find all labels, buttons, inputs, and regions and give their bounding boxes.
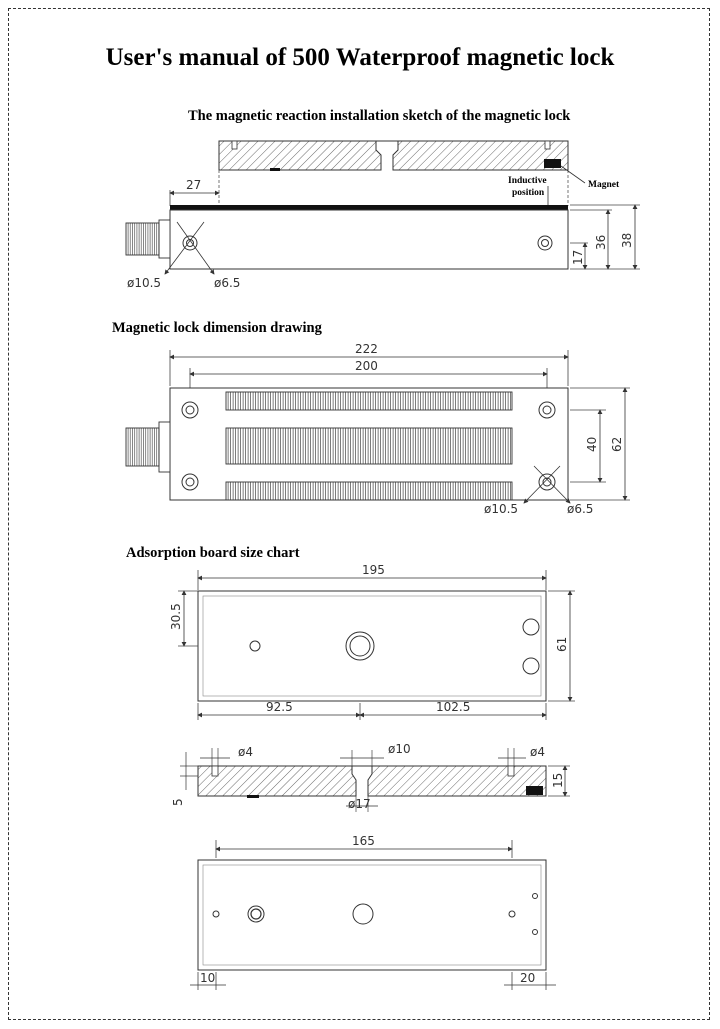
dim-27: 27	[186, 178, 201, 192]
dim-30-5: 30.5	[169, 603, 183, 630]
dim-40: 40	[585, 437, 599, 452]
installation-section-heading: The magnetic reaction installation sketc…	[188, 108, 571, 124]
dia-6-5-install: ø6.5	[214, 276, 240, 290]
board-section-view	[197, 765, 547, 798]
page-title: User's manual of 500 Waterproof magnetic…	[105, 44, 615, 71]
dim-5: 5	[171, 798, 185, 806]
dia-10-5-install: ø10.5	[127, 276, 161, 290]
position-label: position	[512, 188, 545, 198]
dim-222: 222	[355, 342, 378, 356]
dia-10: ø10	[388, 742, 411, 756]
dia-10-5-dim: ø10.5	[484, 502, 518, 516]
installation-armature-plate	[218, 140, 569, 171]
dim-38: 38	[620, 233, 634, 248]
dim-20: 20	[520, 971, 535, 985]
lock-top-view	[125, 387, 569, 501]
board-top-view	[197, 590, 547, 702]
dim-62: 62	[610, 437, 624, 452]
dim-200: 200	[355, 359, 378, 373]
dia-4-right: ø4	[530, 745, 545, 759]
dim-17: 17	[571, 250, 585, 265]
adsorption-section-heading: Adsorption board size chart	[126, 545, 300, 561]
dim-165: 165	[352, 834, 375, 848]
dia-4-left: ø4	[238, 745, 253, 759]
page-border	[8, 8, 710, 1020]
dim-92-5: 92.5	[266, 700, 293, 714]
dim-10: 10	[200, 971, 215, 985]
dim-15: 15	[551, 773, 565, 788]
magnet-label: Magnet	[588, 180, 620, 190]
board-bottom-view	[197, 859, 547, 971]
installation-lock-body	[125, 205, 569, 270]
dim-36: 36	[594, 235, 608, 250]
dimension-section-heading: Magnetic lock dimension drawing	[112, 320, 322, 336]
inductive-label: Inductive	[508, 176, 547, 186]
dim-102-5: 102.5	[436, 700, 470, 714]
dia-6-5-dim: ø6.5	[567, 502, 593, 516]
dim-61: 61	[555, 637, 569, 652]
dia-17: ø17	[348, 797, 371, 811]
dim-195: 195	[362, 563, 385, 577]
